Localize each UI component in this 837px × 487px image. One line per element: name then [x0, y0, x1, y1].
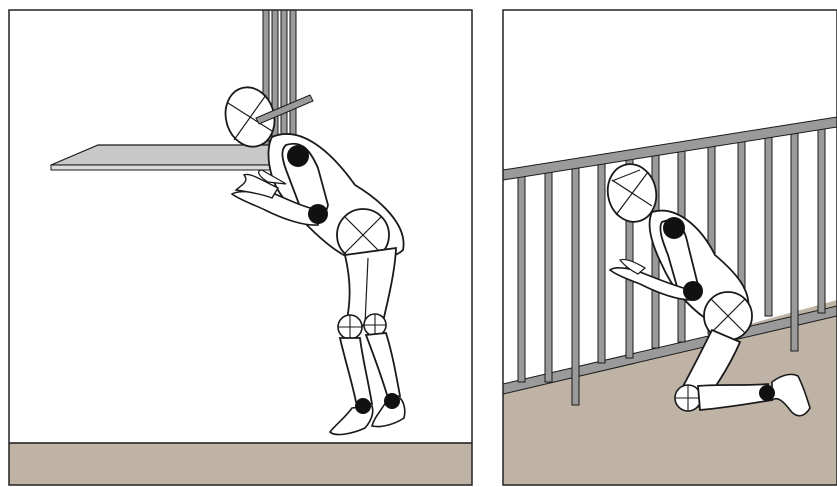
- left-figure-shin: [338, 337, 374, 406]
- left-figure-hand: [234, 173, 280, 199]
- left-figure-shin-right: [364, 332, 402, 400]
- left-figure-thumb: [258, 169, 287, 185]
- left-panel: [8, 9, 473, 486]
- right-figure-foot: [771, 373, 811, 417]
- right-figure-joint-dots: [663, 217, 775, 401]
- right-panel-floor: [503, 300, 837, 485]
- right-figure-knee-joint: [674, 384, 702, 412]
- left-panel-floor: [9, 443, 472, 485]
- left-figure-forearm: [230, 190, 319, 226]
- right-panel-border: [502, 9, 837, 486]
- right-figure-hand: [619, 258, 647, 275]
- left-figure-knee-joint: [337, 313, 387, 340]
- left-panel-border: [8, 9, 473, 486]
- left-figure-joint-dots: [287, 145, 400, 414]
- right-panel: [502, 9, 837, 486]
- left-figure-head: [224, 86, 314, 148]
- right-figure-head: [606, 163, 658, 223]
- right-figure-forearm: [608, 267, 693, 301]
